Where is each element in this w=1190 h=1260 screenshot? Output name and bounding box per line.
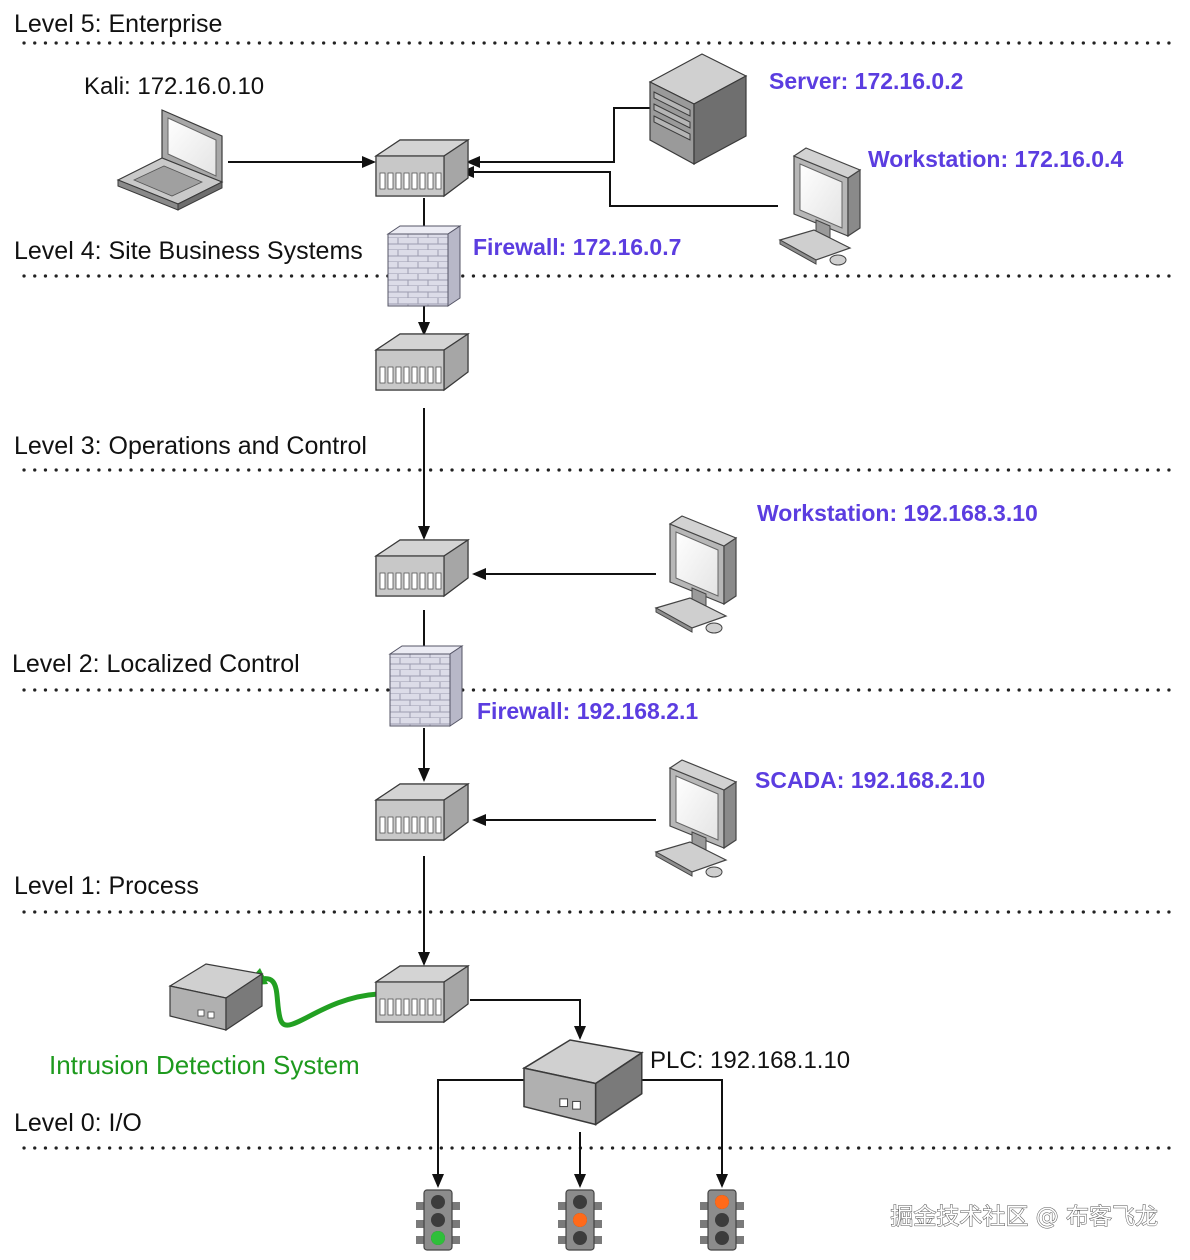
workstation-icon bbox=[655, 759, 737, 878]
workstation-icon bbox=[779, 147, 861, 266]
workstation-ops-label: Workstation: 192.168.3.10 bbox=[757, 500, 1038, 526]
plc-to-light-3-link bbox=[640, 1079, 728, 1188]
ids-label: Intrusion Detection System bbox=[49, 1050, 360, 1080]
firewall-icon bbox=[387, 225, 461, 307]
network-switch-icon bbox=[375, 783, 469, 841]
plc-icon bbox=[523, 1039, 643, 1126]
traffic-light bbox=[415, 1189, 461, 1251]
firewall-icon bbox=[389, 645, 463, 727]
network-switch-icon bbox=[375, 539, 469, 597]
devices bbox=[117, 53, 861, 1126]
network-switch-icon bbox=[375, 139, 469, 197]
traffic-light-lamp bbox=[715, 1195, 729, 1209]
level-4-label: Level 4: Site Business Systems bbox=[14, 237, 363, 265]
server-to-switch-link bbox=[466, 107, 650, 168]
traffic-light-lamp bbox=[431, 1231, 445, 1245]
plc-label: PLC: 192.168.1.10 bbox=[650, 1047, 850, 1074]
ids-appliance-icon bbox=[169, 963, 263, 1031]
switch-to-plc-link bbox=[470, 999, 586, 1040]
level-2-label: Level 2: Localized Control bbox=[12, 650, 300, 678]
scada-label: SCADA: 192.168.2.10 bbox=[755, 767, 985, 793]
server-label: Server: 172.16.0.2 bbox=[769, 68, 963, 94]
traffic-light bbox=[699, 1189, 745, 1251]
firewall-top-label: Firewall: 172.16.0.7 bbox=[473, 234, 681, 260]
watermark-text: 掘金技术社区 @ 布客飞龙 bbox=[890, 1204, 1158, 1230]
network-switch-icon bbox=[375, 965, 469, 1023]
level-separators bbox=[22, 41, 1180, 1150]
level-3-label: Level 3: Operations and Control bbox=[14, 432, 367, 460]
level-1-label: Level 1: Process bbox=[14, 872, 199, 900]
node-labels: Kali: 172.16.0.10 Server: 172.16.0.2 Wor… bbox=[49, 68, 1123, 1080]
network-switch-icon bbox=[375, 333, 469, 391]
level-5-label: Level 5: Enterprise bbox=[14, 10, 222, 38]
level-0-label: Level 0: I/O bbox=[14, 1109, 142, 1137]
laptop-icon bbox=[117, 109, 223, 211]
kali-label: Kali: 172.16.0.10 bbox=[84, 73, 264, 100]
traffic-lights bbox=[415, 1189, 745, 1251]
connections bbox=[228, 107, 778, 1188]
server-tower-icon bbox=[649, 53, 747, 165]
workstation-to-switch-link bbox=[460, 166, 778, 207]
plc-to-light-1-link bbox=[432, 1079, 524, 1188]
ids-mirror-arrow bbox=[244, 967, 379, 1028]
traffic-light bbox=[557, 1189, 603, 1251]
workstation-icon bbox=[655, 515, 737, 634]
workstation-enterprise-label: Workstation: 172.16.0.4 bbox=[868, 146, 1123, 172]
firewall-bottom-label: Firewall: 192.168.2.1 bbox=[477, 698, 698, 724]
level-labels: Level 5: Enterprise Level 4: Site Busine… bbox=[12, 10, 367, 1137]
traffic-light-lamp bbox=[573, 1213, 587, 1227]
